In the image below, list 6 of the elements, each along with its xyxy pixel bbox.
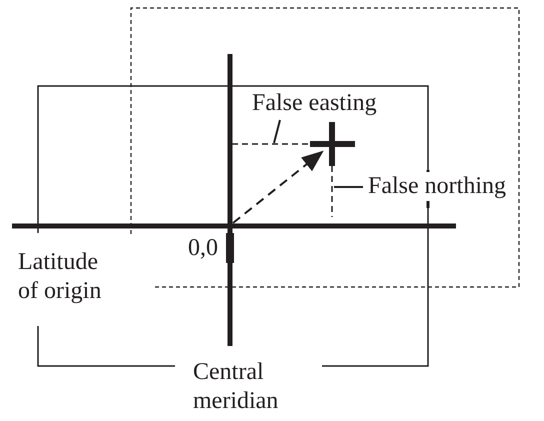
leader-line [273, 120, 281, 144]
false-northing-label: False northing [368, 172, 506, 201]
arrow [232, 150, 324, 224]
cross-marker [307, 119, 358, 169]
origin-label: 0,0 [188, 234, 218, 263]
leader-line [334, 186, 363, 188]
